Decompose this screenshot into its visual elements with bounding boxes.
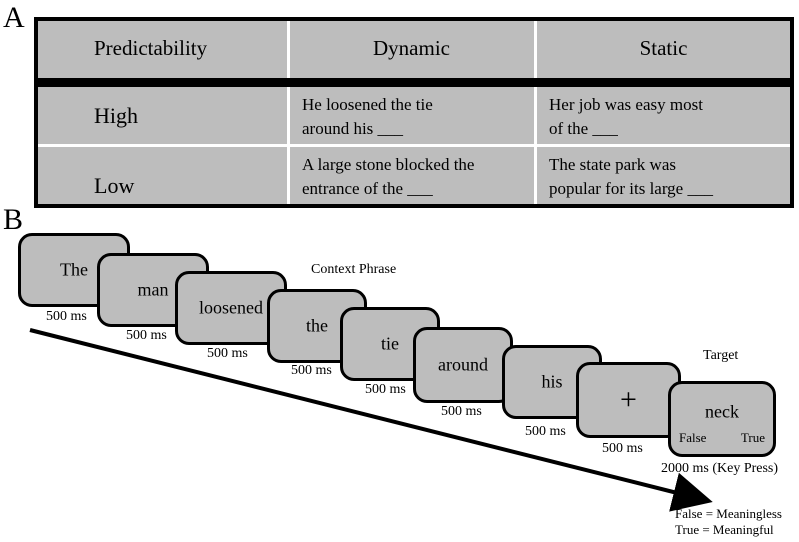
duration-label-7: 500 ms: [525, 424, 566, 439]
sentence-low-dynamic: A large stone blocked the entrance of th…: [302, 155, 475, 198]
sentence-low-static: The state park was popular for its large…: [549, 155, 713, 198]
panel-b-label: B: [3, 203, 24, 236]
duration-label-8: 500 ms: [602, 441, 643, 456]
fixation-cross-icon: +: [620, 383, 637, 416]
duration-label-4: 500 ms: [291, 363, 332, 378]
response-legend: False = Meaningless True = Meaningful: [675, 506, 782, 537]
sentence-high-static: Her job was easy most of the ___: [549, 95, 703, 138]
false-option: False: [679, 430, 707, 445]
true-option: True: [740, 430, 765, 445]
context-phrase-label: Context Phrase: [311, 262, 397, 277]
panel-a-label: A: [3, 1, 25, 34]
row-separator: [38, 144, 790, 147]
header-predictability: Predictability: [94, 36, 208, 60]
word-card-6: around: [413, 327, 513, 403]
stimulus-table: Predictability Dynamic Static High He lo…: [34, 17, 794, 208]
row-label-high: High: [94, 103, 138, 128]
target-label: Target: [703, 348, 739, 363]
header-static: Static: [639, 36, 688, 60]
table-header-row: Predictability Dynamic Static: [38, 21, 790, 78]
duration-label-6: 500 ms: [441, 404, 482, 419]
sentence-high-dynamic: He loosened the tie around his ___: [302, 95, 433, 138]
duration-label-2: 500 ms: [126, 328, 167, 343]
header-dynamic: Dynamic: [373, 36, 450, 60]
duration-label-1: 500 ms: [46, 309, 87, 324]
target-card: neck False True: [668, 381, 776, 457]
target-duration-label: 2000 ms (Key Press): [661, 461, 779, 476]
duration-label-3: 500 ms: [207, 346, 248, 361]
row-label-low: Low: [94, 173, 135, 198]
fixation-card: +: [576, 362, 681, 438]
duration-label-5: 500 ms: [365, 382, 406, 397]
table-row-high: High He loosened the tie around his ___ …: [38, 87, 790, 144]
target-word: neck: [705, 401, 739, 422]
table-row-low: Low A large stone blocked the entrance o…: [38, 147, 790, 204]
